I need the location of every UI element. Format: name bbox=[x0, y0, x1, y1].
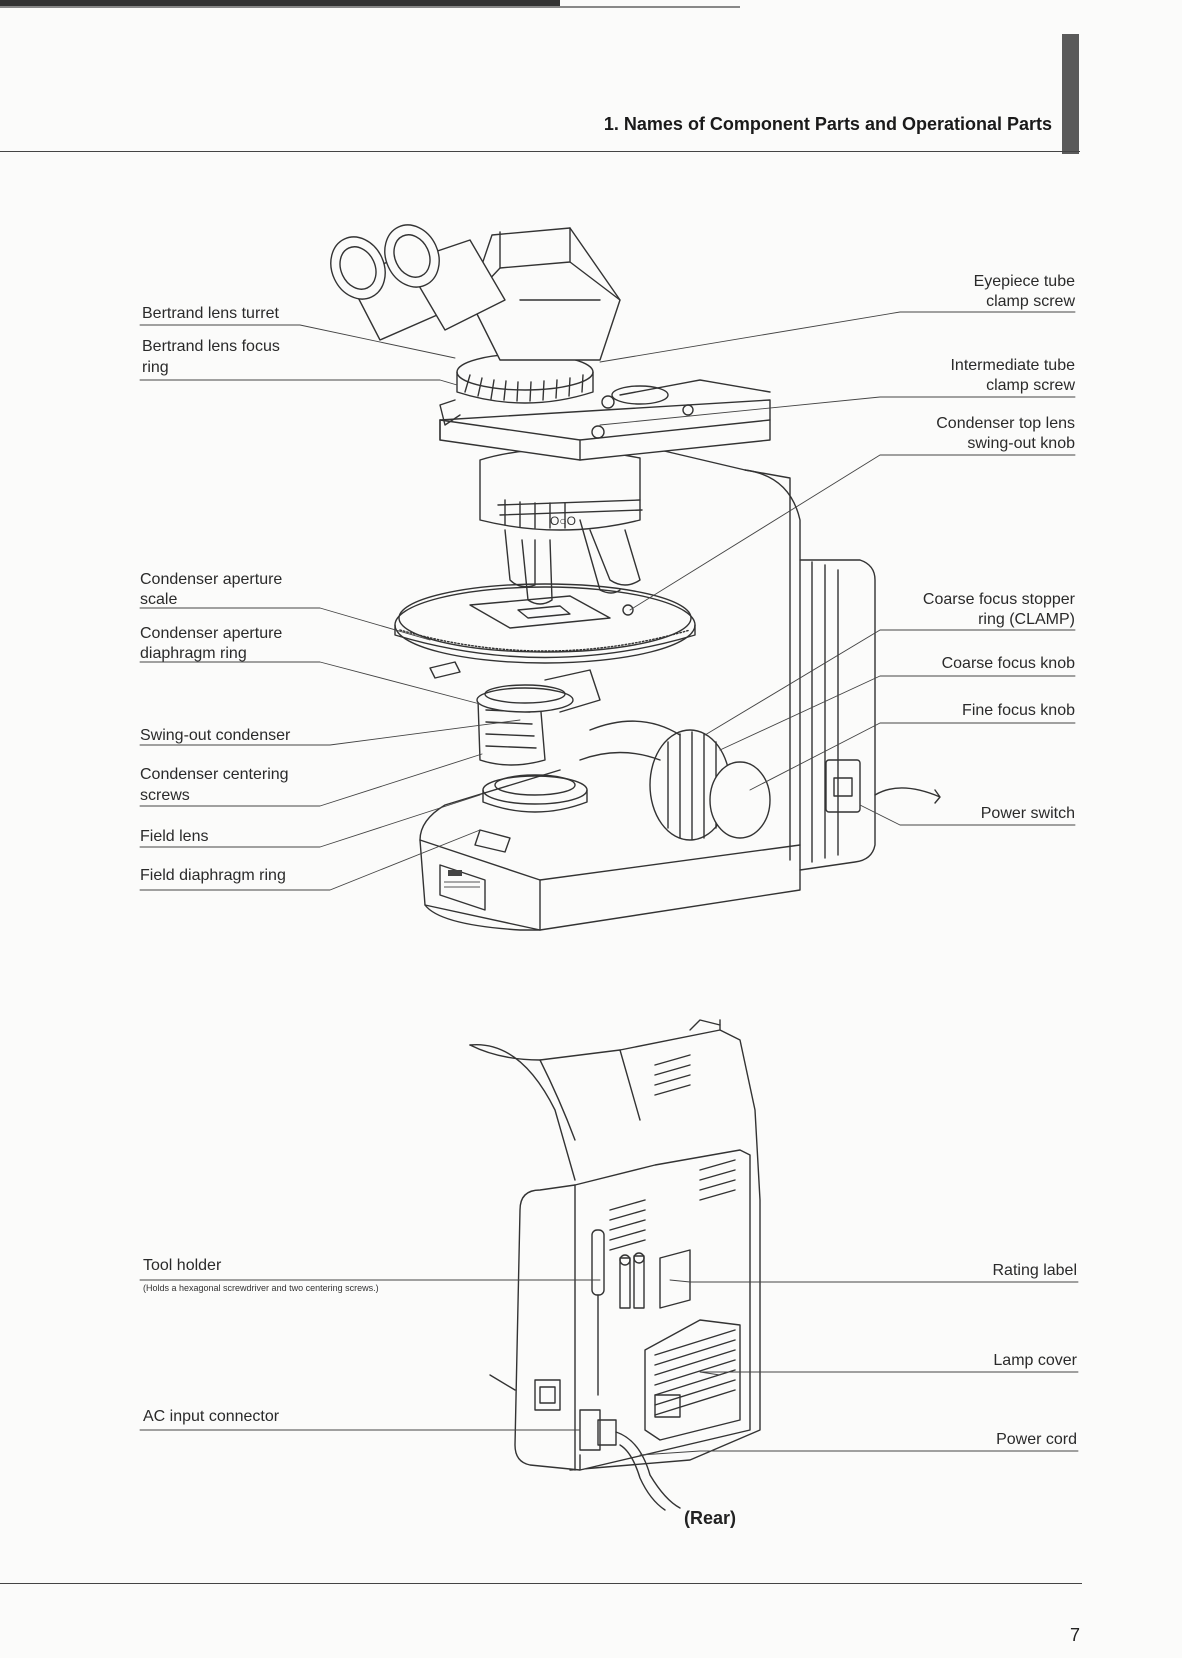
label-tool-holder-note: (Holds a hexagonal screwdriver and two c… bbox=[143, 1283, 379, 1293]
nameplate-logo bbox=[444, 870, 480, 888]
header-rule bbox=[0, 151, 1080, 152]
label-condenser-aperture-diaphragm-ring: diaphragm ring bbox=[140, 645, 247, 662]
top-edge-line bbox=[0, 6, 740, 8]
front-leader-lines bbox=[139, 311, 1076, 891]
label-bertrand-lens-turret: Bertrand lens turret bbox=[142, 305, 279, 322]
top-edge-bar bbox=[0, 0, 560, 6]
svg-text:O○O: O○O bbox=[550, 514, 576, 528]
rear-microscope-illustration bbox=[469, 1019, 761, 1511]
front-microscope-illustration: O○O bbox=[330, 224, 941, 931]
label-bertrand-lens-focus-ring: ring bbox=[142, 359, 169, 376]
label-power-switch: Power switch bbox=[980, 805, 1075, 822]
label-swing-out-condenser: Swing-out condenser bbox=[140, 727, 291, 744]
label-fine-focus-knob: Fine focus knob bbox=[962, 702, 1075, 719]
label-coarse-focus-stopper-clamp: ring (CLAMP) bbox=[978, 611, 1075, 628]
label-bertrand-lens-focus: Bertrand lens focus bbox=[142, 338, 280, 355]
label-rating-label: Rating label bbox=[992, 1262, 1078, 1279]
label-condenser-aperture-scale: Condenser aperture bbox=[140, 571, 283, 588]
label-condenser-aperture-scale-2: scale bbox=[140, 591, 178, 608]
label-intermediate-tube: Intermediate tube bbox=[950, 357, 1075, 374]
label-coarse-focus-stopper: Coarse focus stopper bbox=[922, 591, 1075, 608]
label-intermediate-tube-clamp-screw: clamp screw bbox=[986, 377, 1075, 394]
label-eyepiece-tube-clamp-screw: clamp screw bbox=[986, 293, 1075, 310]
label-field-lens: Field lens bbox=[140, 828, 209, 845]
label-condenser-centering-screws: screws bbox=[140, 787, 190, 804]
page-header-title: 1. Names of Component Parts and Operatio… bbox=[603, 114, 1052, 134]
label-coarse-focus-knob: Coarse focus knob bbox=[941, 655, 1075, 672]
label-eyepiece-tube: Eyepiece tube bbox=[973, 273, 1075, 290]
label-condenser-top-lens: Condenser top lens bbox=[936, 415, 1075, 432]
label-field-diaphragm-ring: Field diaphragm ring bbox=[140, 867, 286, 884]
label-condenser-aperture-diaphragm: Condenser aperture bbox=[140, 625, 283, 642]
page-number: 7 bbox=[1070, 1625, 1081, 1645]
label-ac-input-connector: AC input connector bbox=[143, 1408, 280, 1425]
rear-view-caption: (Rear) bbox=[684, 1508, 737, 1528]
rear-leader-lines bbox=[139, 1279, 1079, 1456]
label-condenser-centering: Condenser centering bbox=[140, 766, 289, 783]
footer-rule bbox=[0, 1583, 1082, 1584]
section-tab bbox=[1062, 34, 1079, 154]
label-power-cord: Power cord bbox=[996, 1431, 1077, 1448]
label-lamp-cover: Lamp cover bbox=[993, 1352, 1077, 1369]
label-condenser-top-lens-knob: swing-out knob bbox=[967, 435, 1075, 452]
label-tool-holder: Tool holder bbox=[143, 1257, 222, 1274]
